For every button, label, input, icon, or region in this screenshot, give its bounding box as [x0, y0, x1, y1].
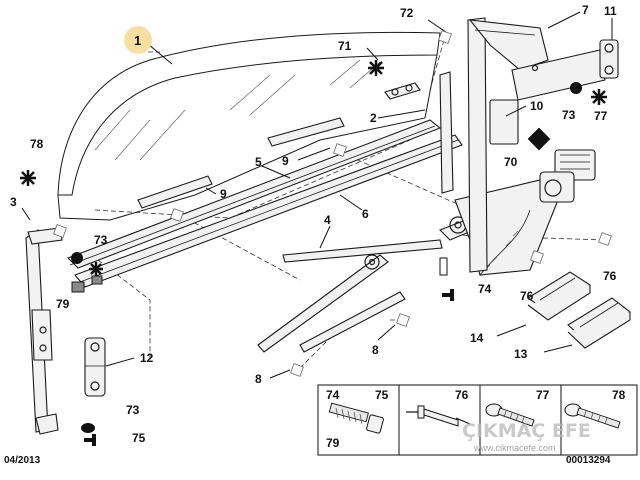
callout-70: 70 — [504, 155, 518, 169]
mounting-bracket-part — [84, 337, 106, 397]
regulator-motor-part — [539, 149, 596, 203]
callout-8b: 8 — [255, 372, 262, 386]
motor-symbol-70 — [527, 127, 551, 151]
watermark-title: ÇIKMAÇ EFE — [462, 420, 591, 442]
nut-73-symbol — [570, 82, 582, 94]
bracket-rail-part — [384, 71, 454, 194]
reference-squares — [53, 30, 612, 377]
clip-77-symbol — [591, 89, 607, 105]
callout-7: 7 — [582, 3, 589, 17]
screw-symbol — [439, 257, 448, 276]
callout-11: 11 — [604, 4, 617, 18]
leader-lines — [21, 11, 613, 379]
callout-8: 8 — [372, 343, 379, 357]
clip-79-symbol — [89, 262, 103, 276]
date-code: 04/2013 — [4, 455, 41, 466]
callout-1: 1 — [134, 33, 141, 48]
table-label-78: 78 — [612, 388, 626, 402]
watermark: ÇIKMAÇ EFE www.cikmacefe.com — [462, 420, 591, 453]
callout-5: 5 — [255, 155, 262, 169]
watermark-url: www.cikmacefe.com — [473, 443, 556, 453]
callout-6: 6 — [362, 207, 369, 221]
callout-72: 72 — [400, 6, 414, 20]
table-label-77: 77 — [536, 388, 550, 402]
reference-code: 00013294 — [566, 455, 611, 466]
callout-71: 71 — [338, 39, 352, 53]
fastener-table: 74 75 76 77 78 79 — [317, 384, 638, 456]
callout-73b: 73 — [562, 108, 576, 122]
window-glass-part — [57, 31, 441, 221]
table-label-75: 75 — [375, 388, 389, 402]
bolt-washer-77-icon — [485, 403, 535, 427]
clip-78-symbol — [20, 170, 36, 186]
slider-pads-part — [527, 271, 631, 349]
callout-1-highlight — [124, 26, 152, 54]
callout-10: 10 — [530, 99, 544, 113]
callout-74: 74 — [478, 282, 492, 296]
guide-rails-part — [67, 119, 463, 293]
callout-labels: 1 2 3 4 5 6 7 8 8 9 9 10 11 12 13 14 70 … — [10, 3, 617, 445]
screw-78-icon — [564, 403, 621, 429]
table-label-74: 74 — [326, 388, 340, 402]
glass-strips-part — [137, 117, 345, 209]
callout-73: 73 — [94, 233, 108, 247]
callout-9: 9 — [220, 187, 227, 201]
callout-75: 75 — [132, 431, 146, 445]
callout-3: 3 — [10, 195, 17, 209]
callout-12: 12 — [140, 351, 154, 365]
callout-14: 14 — [470, 331, 484, 345]
bolt-75-symbol — [84, 434, 96, 446]
callout-78: 78 — [30, 137, 44, 151]
callout-79: 79 — [56, 297, 70, 311]
nut-73-symbol — [71, 252, 83, 264]
callout-76b: 76 — [603, 269, 617, 283]
front-channel-part — [25, 227, 63, 435]
callout-13: 13 — [514, 347, 528, 361]
callout-77: 77 — [594, 109, 608, 123]
callout-4: 4 — [324, 213, 331, 227]
rear-channel-part — [467, 17, 619, 273]
nut-73-symbol — [81, 423, 95, 433]
table-label-76: 76 — [455, 388, 469, 402]
callout-9b: 9 — [282, 154, 289, 168]
bolt-74-symbol — [442, 289, 454, 301]
clip-71-symbol — [368, 60, 384, 76]
rivet-76-icon — [406, 405, 471, 427]
bolt-74-75-icon — [328, 402, 384, 434]
callout-76: 76 — [520, 289, 534, 303]
callout-2: 2 — [370, 111, 377, 125]
table-label-79: 79 — [326, 436, 340, 450]
callout-73c: 73 — [126, 403, 140, 417]
